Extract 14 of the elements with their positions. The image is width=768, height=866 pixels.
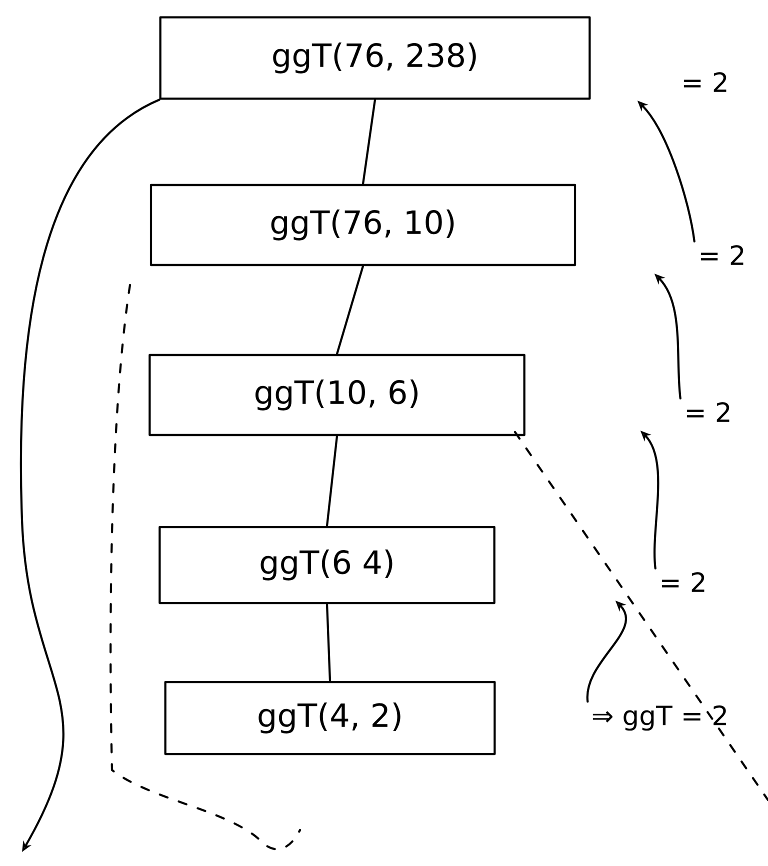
connector-line: [336, 265, 364, 355]
connector-line: [362, 98, 376, 185]
call-box: ggT(76, 10): [150, 184, 576, 266]
call-box: ggT(4, 2): [164, 680, 496, 756]
result-text: ⇒ ggT = 2: [592, 705, 726, 731]
result-text: = 2: [684, 72, 726, 92]
result-text: = 2: [662, 572, 704, 592]
result-text: = 2: [686, 402, 730, 422]
result-text: = 2: [700, 245, 744, 265]
connector-line: [326, 603, 332, 682]
connector-line: [326, 435, 338, 527]
call-box: ggT(10, 6): [148, 354, 526, 436]
call-box: ggT(6 4): [158, 526, 496, 604]
call-box: ggT(76, 238): [159, 16, 591, 100]
